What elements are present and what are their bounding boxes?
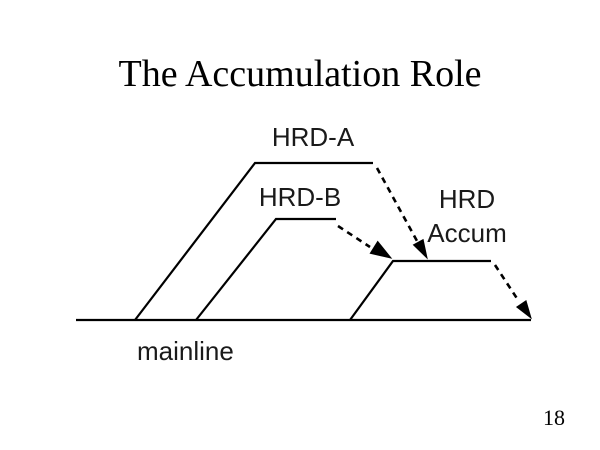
accum-line — [349, 259, 491, 321]
accum-label-line2: Accum — [427, 218, 507, 248]
merge-arrow-accum-arrowhead-icon — [515, 300, 532, 320]
branch-b-label: HRD-B — [258, 182, 342, 212]
page-number: 18 — [543, 405, 565, 430]
merge-arrow-a — [375, 167, 419, 242]
accum-label: HRD Accum — [417, 182, 517, 250]
branch-a-line — [134, 161, 373, 321]
branch-b-line — [195, 217, 336, 321]
branch-a-label: HRD-A — [271, 122, 355, 152]
merge-arrow-b-arrowhead-icon — [369, 240, 393, 259]
merge-arrow-accum — [493, 264, 520, 301]
slide-title: The Accumulation Role — [118, 53, 482, 95]
mainline-label: mainline — [137, 336, 234, 366]
merge-arrow-b — [337, 224, 371, 249]
accum-label-line1: HRD — [438, 184, 496, 214]
merge-arrow-a-arrowhead-icon — [412, 238, 428, 260]
